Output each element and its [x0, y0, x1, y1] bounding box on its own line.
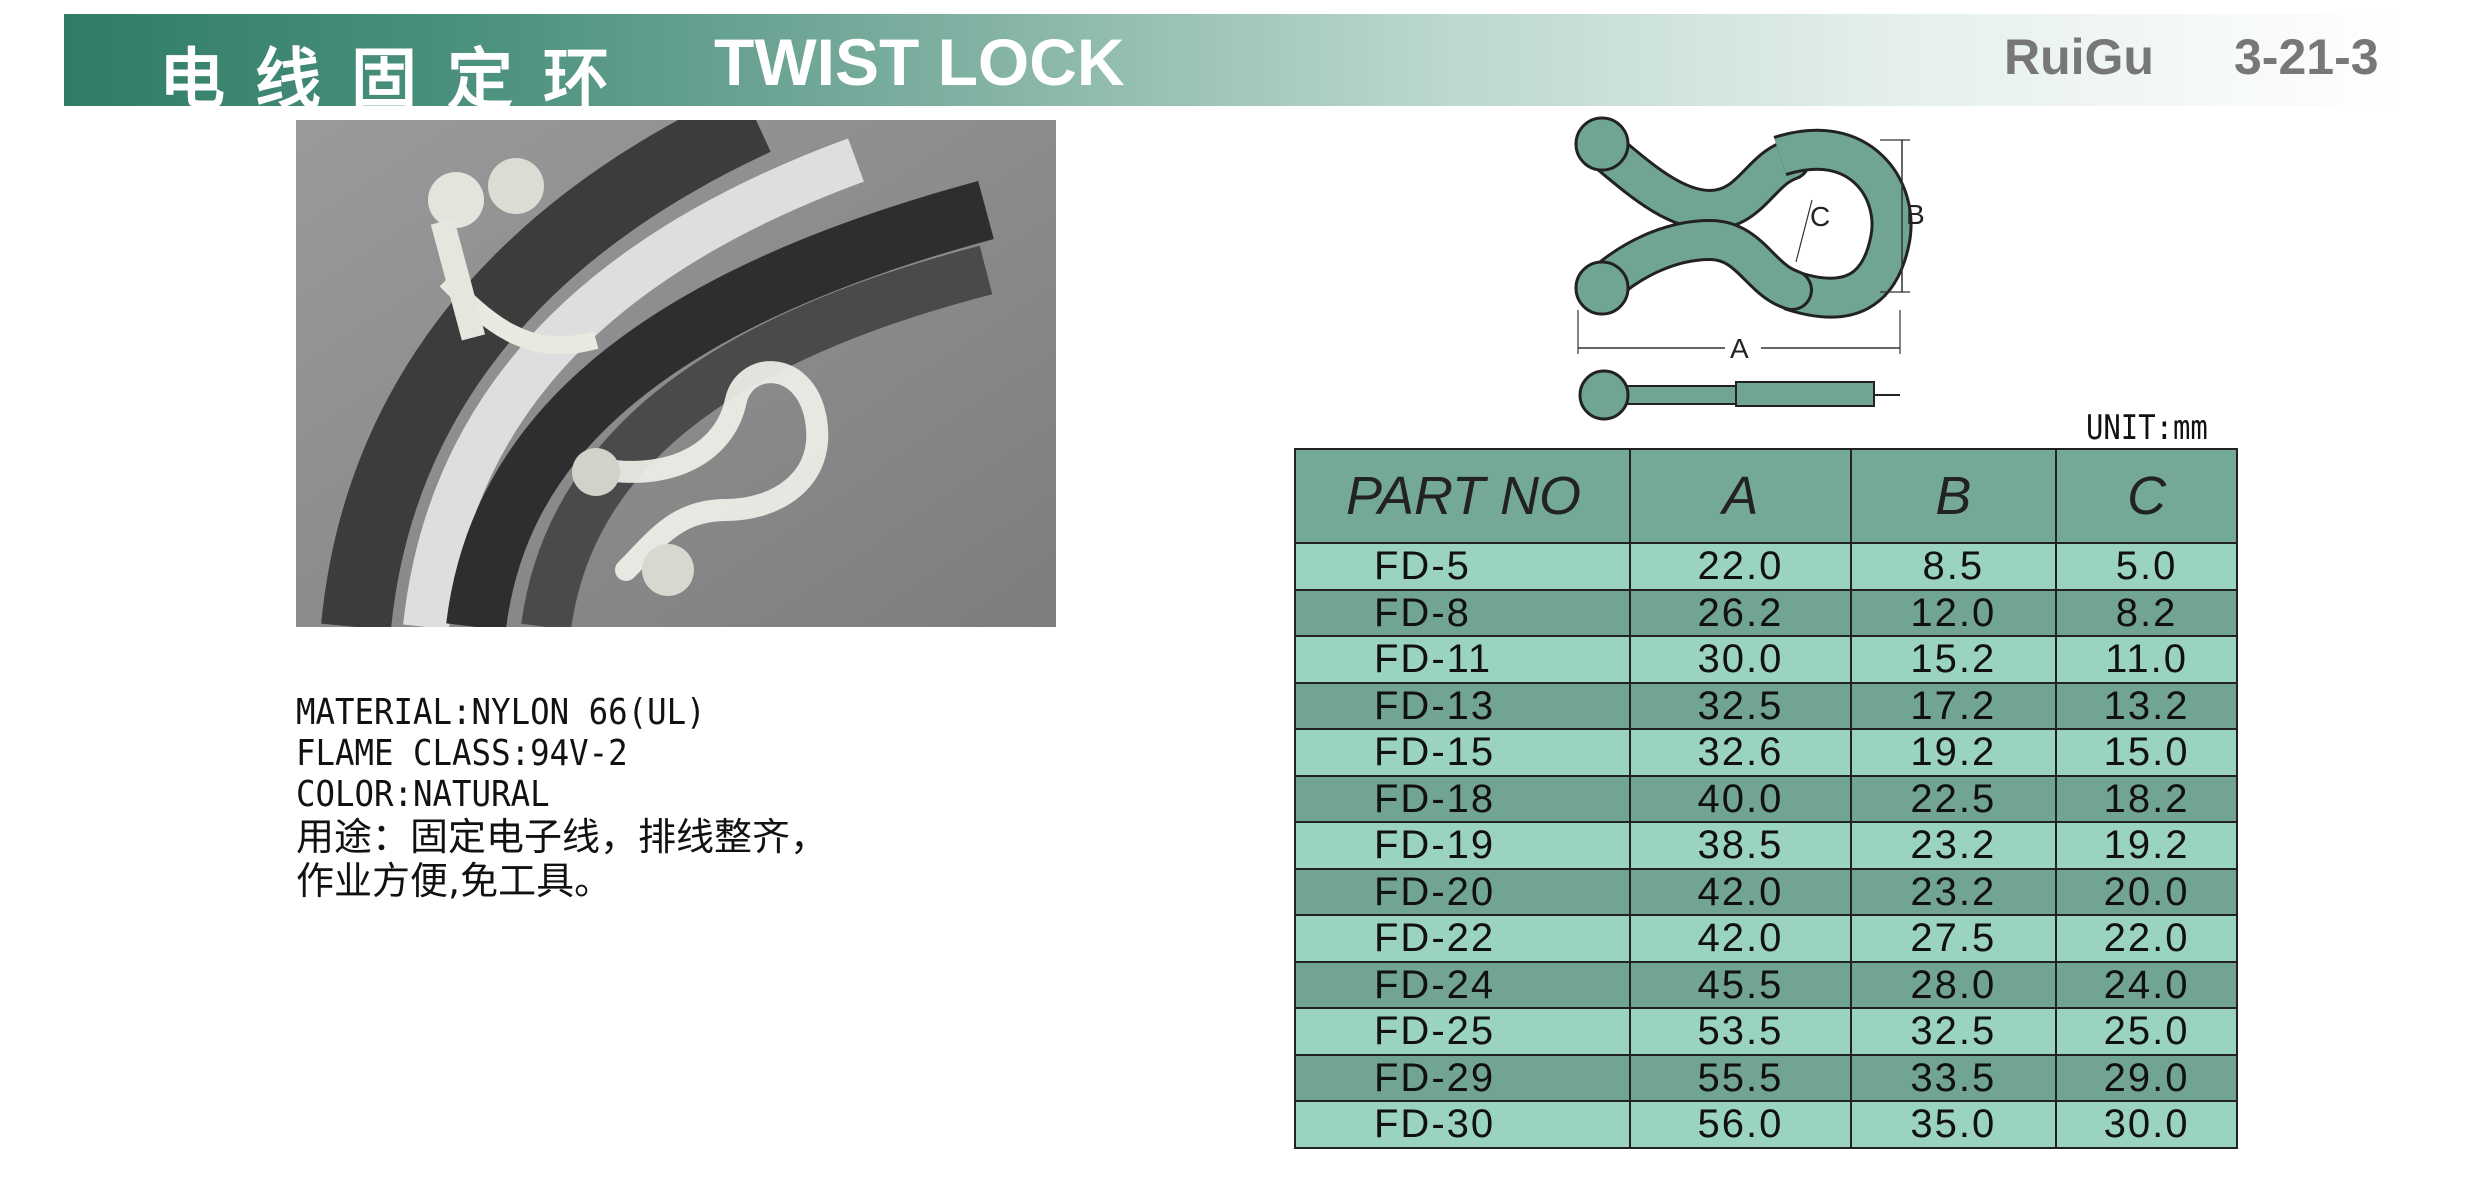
- product-photo: [296, 88, 1056, 631]
- cell-a: 40.0: [1629, 774, 1852, 823]
- cell-part-no: FD-19: [1293, 821, 1632, 870]
- cell-b: 32.5: [1849, 1007, 2058, 1056]
- table-row: FD-20 42.0 23.2 20.0: [1293, 867, 2238, 916]
- table-row: FD-18 40.0 22.5 18.2: [1293, 774, 2238, 823]
- cell-a: 56.0: [1629, 1100, 1852, 1149]
- cell-c: 22.0: [2055, 914, 2238, 963]
- cell-part-no: FD-29: [1293, 1053, 1632, 1102]
- cell-a: 32.6: [1629, 728, 1852, 777]
- product-photo-illustration: [296, 88, 1056, 631]
- cell-b: 23.2: [1849, 867, 2058, 916]
- cell-b: 15.2: [1849, 635, 2058, 684]
- table-row: FD-13 32.5 17.2 13.2: [1293, 681, 2238, 730]
- cell-a: 45.5: [1629, 960, 1852, 1009]
- upper-ball: [1574, 116, 1630, 172]
- cell-c: 8.2: [2055, 588, 2238, 637]
- title-english: TWIST LOCK: [714, 25, 1125, 99]
- cell-part-no: FD-22: [1293, 914, 1632, 963]
- cell-b: 12.0: [1849, 588, 2058, 637]
- cell-c: 24.0: [2055, 960, 2238, 1009]
- cell-c: 15.0: [2055, 728, 2238, 777]
- table-row: FD-24 45.5 28.0 24.0: [1293, 960, 2238, 1009]
- cell-b: 33.5: [1849, 1053, 2058, 1102]
- cell-b: 27.5: [1849, 914, 2058, 963]
- cell-c: 11.0: [2055, 635, 2238, 684]
- spec-color: COLOR:NATURAL: [296, 774, 550, 815]
- table-row: FD-25 53.5 32.5 25.0: [1293, 1007, 2238, 1056]
- page-number: 3-21-3: [2234, 29, 2379, 85]
- label-a: A: [1730, 333, 1749, 364]
- cell-part-no: FD-30: [1293, 1100, 1632, 1149]
- cell-b: 23.2: [1849, 821, 2058, 870]
- cell-a: 38.5: [1629, 821, 1852, 870]
- table-row: FD-29 55.5 33.5 29.0: [1293, 1053, 2238, 1102]
- cell-c: 29.0: [2055, 1053, 2238, 1102]
- cell-part-no: FD-24: [1293, 960, 1632, 1009]
- cell-a: 32.5: [1629, 681, 1852, 730]
- spec-usage-line2: 作业方便,免工具。: [296, 859, 613, 903]
- cell-part-no: FD-18: [1293, 774, 1632, 823]
- spec-block: MATERIAL:NYLON 66(UL) FLAME CLASS:94V-2 …: [296, 692, 1096, 903]
- cell-part-no: FD-5: [1293, 542, 1632, 591]
- cell-part-no: FD-8: [1293, 588, 1632, 637]
- cell-c: 19.2: [2055, 821, 2238, 870]
- cell-a: 42.0: [1629, 867, 1852, 916]
- dimension-diagram: B C A: [1560, 110, 1940, 430]
- header-part-no: PART NO: [1293, 448, 1632, 544]
- table-row: FD-19 38.5 23.2 19.2: [1293, 821, 2238, 870]
- spec-usage-line1: 用途：固定电子线，排线整齐，: [296, 815, 829, 859]
- brand-name: RuiGu: [2004, 29, 2154, 85]
- cell-b: 22.5: [1849, 774, 2058, 823]
- twist-lock-drawing: B C A: [1574, 116, 1925, 421]
- label-b: B: [1906, 199, 1925, 230]
- table-row: FD-8 26.2 12.0 8.2: [1293, 588, 2238, 637]
- cell-part-no: FD-20: [1293, 867, 1632, 916]
- label-c: C: [1810, 201, 1830, 232]
- table-row: FD-11 30.0 15.2 11.0: [1293, 635, 2238, 684]
- cell-c: 30.0: [2055, 1100, 2238, 1149]
- table-row: FD-30 56.0 35.0 30.0: [1293, 1100, 2238, 1149]
- spec-flame-class: FLAME CLASS:94V-2: [296, 733, 628, 774]
- cell-c: 5.0: [2055, 542, 2238, 591]
- cell-a: 30.0: [1629, 635, 1852, 684]
- cell-c: 13.2: [2055, 681, 2238, 730]
- table-row: FD-22 42.0 27.5 22.0: [1293, 914, 2238, 963]
- cell-a: 53.5: [1629, 1007, 1852, 1056]
- cell-b: 35.0: [1849, 1100, 2058, 1149]
- cell-b: 17.2: [1849, 681, 2058, 730]
- title-chinese: 电线固定环: [159, 41, 639, 118]
- unit-label: UNIT:mm: [2086, 408, 2208, 448]
- header-b: B: [1849, 448, 2058, 544]
- cell-a: 42.0: [1629, 914, 1852, 963]
- header-c: C: [2055, 448, 2238, 544]
- table-row: FD-15 32.6 19.2 15.0: [1293, 728, 2238, 777]
- cell-part-no: FD-11: [1293, 635, 1632, 684]
- cell-c: 18.2: [2055, 774, 2238, 823]
- cell-c: 25.0: [2055, 1007, 2238, 1056]
- header-banner: 电线固定环 TWIST LOCK RuiGu 3-21-3: [64, 14, 2404, 118]
- cell-b: 8.5: [1849, 542, 2058, 591]
- cell-a: 26.2: [1629, 588, 1852, 637]
- cell-part-no: FD-25: [1293, 1007, 1632, 1056]
- cell-b: 19.2: [1849, 728, 2058, 777]
- cell-part-no: FD-15: [1293, 728, 1632, 777]
- lower-ball: [1574, 260, 1630, 316]
- header-a: A: [1629, 448, 1852, 544]
- cell-c: 20.0: [2055, 867, 2238, 916]
- spec-material: MATERIAL:NYLON 66(UL): [296, 692, 706, 733]
- table-header-row: PART NO A B C: [1293, 448, 2238, 544]
- cell-part-no: FD-13: [1293, 681, 1632, 730]
- cell-a: 55.5: [1629, 1053, 1852, 1102]
- parts-table: PART NO A B C FD-5 22.0 8.5 5.0 FD-8 26.…: [1293, 448, 2238, 1149]
- side-view-ball: [1578, 369, 1630, 421]
- table-row: FD-5 22.0 8.5 5.0: [1293, 542, 2238, 591]
- cell-a: 22.0: [1629, 542, 1852, 591]
- cell-b: 28.0: [1849, 960, 2058, 1009]
